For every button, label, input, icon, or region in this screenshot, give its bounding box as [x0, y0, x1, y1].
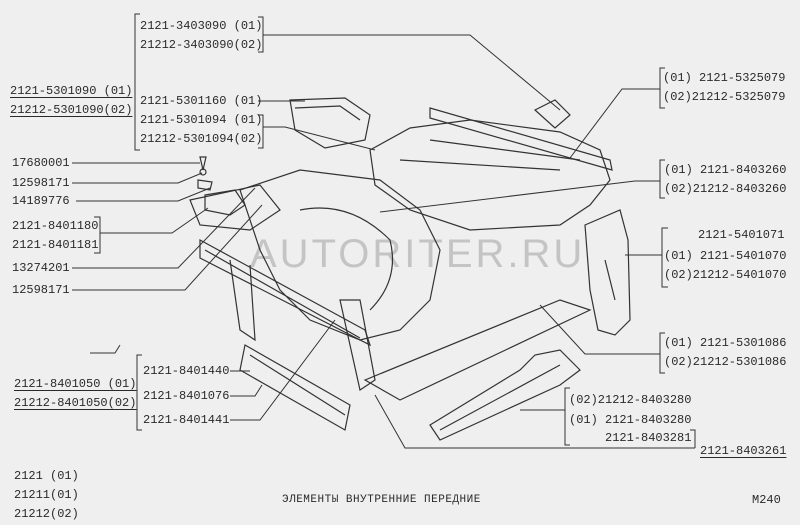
- part-number: 2121-5401071: [698, 228, 785, 242]
- page-code: M240: [752, 493, 781, 507]
- plate: [197, 179, 213, 191]
- diagram-title: ЭЛЕМЕНТЫ ВНУТРЕННИЕ ПЕРЕДНИЕ: [282, 494, 481, 506]
- upper-cowl-panel: [369, 119, 611, 231]
- brackets: [94, 13, 696, 448]
- watermark: AUTORITER.RU: [250, 232, 586, 276]
- left-leg: [229, 259, 256, 342]
- cowl-cross-rail: [429, 107, 613, 171]
- part-number: 2121-8401050 (01): [14, 377, 137, 391]
- engine-mount-bracket: [204, 189, 246, 216]
- radiator-cross-member: [239, 344, 351, 431]
- spar-mid: [339, 299, 376, 391]
- wheel-arch-panel: [239, 169, 441, 341]
- part-number: 13274201: [12, 261, 70, 275]
- part-number: (02)21212-8403280: [569, 393, 692, 407]
- floor-rail: [363, 299, 592, 401]
- left-longitudinal: [189, 184, 281, 231]
- part-number: 2121-8403261: [700, 444, 787, 458]
- part-number: 2121-8401441: [143, 413, 230, 427]
- small-bracket-top: [533, 99, 571, 129]
- part-number: (01) 2121-5301086: [664, 336, 787, 350]
- washer: [199, 168, 207, 176]
- part-number: 2121-8403281: [605, 431, 692, 445]
- part-number: 2121-8401180: [12, 219, 99, 233]
- part-number: (01) 2121-8403260: [664, 163, 787, 177]
- part-number: 2121-5301160 (01): [140, 94, 263, 108]
- part-number: 2121-8401076: [143, 389, 230, 403]
- part-number: 17680001: [12, 156, 70, 170]
- part-number: 12598171: [12, 176, 70, 190]
- part-number: 12598171: [12, 283, 70, 297]
- front-cross-member: [199, 238, 372, 347]
- part-number: 21212-3403090(02): [140, 38, 263, 52]
- part-number: 2121-5301094 (01): [140, 113, 263, 127]
- part-number: 2121-3403090 (01): [140, 19, 263, 33]
- part-number: 2121-8401181: [12, 238, 99, 252]
- model-code: 2121 (01): [14, 469, 79, 483]
- part-number: 2121-5301090 (01): [10, 84, 133, 98]
- part-number: (01) 2121-5325079: [663, 71, 786, 85]
- part-number: 21212-5301090(02): [10, 103, 133, 117]
- part-number: (01) 2121-5401070: [664, 249, 787, 263]
- part-number: 21212-8401050(02): [14, 396, 137, 410]
- side-panel-right: [584, 209, 631, 336]
- model-code: 21211(01): [14, 488, 79, 502]
- part-number: (02)21212-5401070: [664, 268, 787, 282]
- model-code: 21212(02): [14, 507, 79, 521]
- part-number: 21212-5301094(02): [140, 132, 263, 146]
- part-number: (01) 2121-8403280: [569, 413, 692, 427]
- front-spar-right: [429, 349, 581, 441]
- part-number: (02)21212-5325079: [663, 90, 786, 104]
- part-number: 2121-8401440: [143, 364, 230, 378]
- part-number: (02)21212-5301086: [664, 355, 787, 369]
- bracket-part: [289, 97, 371, 149]
- bolt: [199, 156, 207, 171]
- part-outlines: [189, 97, 631, 441]
- part-number: 14189776: [12, 194, 70, 208]
- part-number: (02)21212-8403260: [664, 182, 787, 196]
